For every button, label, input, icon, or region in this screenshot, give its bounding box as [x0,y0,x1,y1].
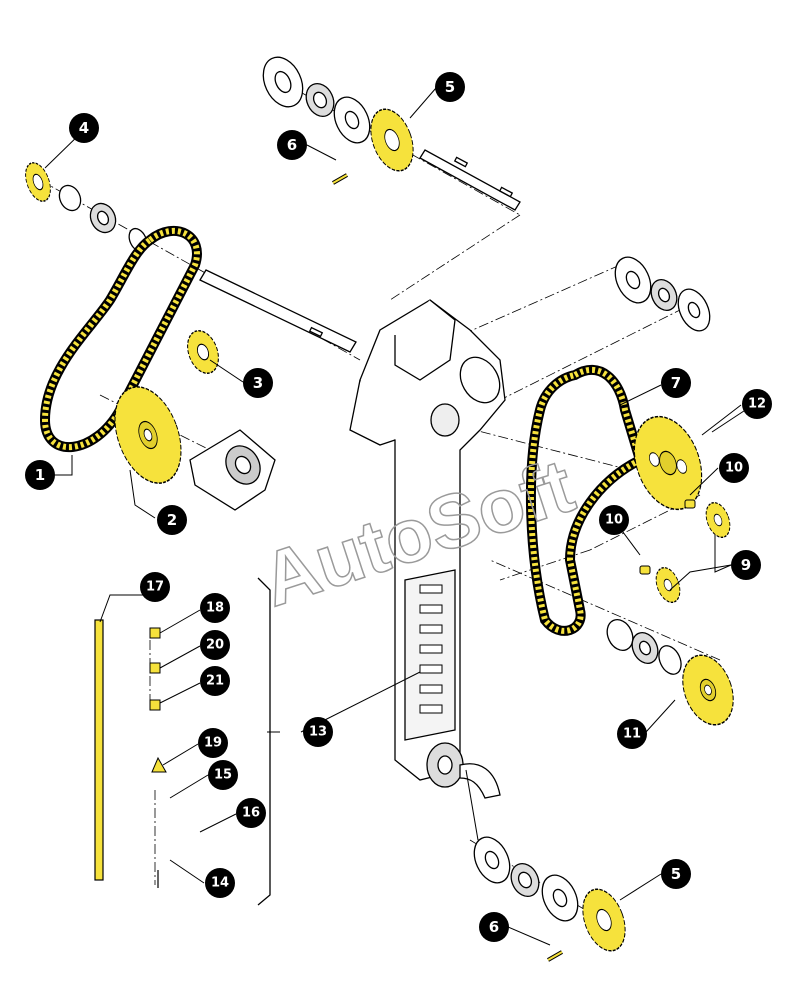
small-sprocket-9a [705,502,731,538]
callout-19: 19 [198,728,228,758]
svg-text:5: 5 [671,865,681,883]
svg-text:1: 1 [35,466,45,484]
svg-text:6: 6 [489,918,499,936]
bottom-bearing-set [473,836,579,922]
callout-17: 17 [140,572,170,602]
callout-16: 16 [236,798,266,828]
callout-13: 13 [303,717,333,747]
top-shaft-assembly [262,56,521,211]
svg-text:12: 12 [748,397,766,412]
large-sprocket-12 [633,415,703,511]
callout-12: 12 [742,389,772,419]
callout-10b: 10 [599,505,629,535]
link-20 [149,662,161,674]
callout-4: 4 [69,113,99,143]
svg-text:9: 9 [741,556,751,574]
left-collar [58,184,82,212]
svg-text:11: 11 [623,727,641,742]
svg-text:21: 21 [206,674,224,689]
elevator-frame [349,299,506,799]
callout-15: 15 [208,760,238,790]
flight-parts [151,756,167,888]
link-18 [149,627,161,639]
callout-5-top: 5 [435,72,465,102]
sprocket-5-top [370,108,414,172]
top-shaft [419,149,521,211]
right-lower-bearing-set [606,618,682,675]
sprocket-3 [187,330,219,374]
large-sprocket-2 [114,386,182,484]
bearing-housing [189,429,276,511]
group-13-bracket [257,577,271,906]
callouts: 1 2 3 4 5 5 6 6 7 9 10 10 11 12 13 14 15… [25,72,772,942]
svg-text:20: 20 [206,638,224,653]
left-shaft-assembly [58,184,357,353]
callout-14: 14 [205,868,235,898]
long-drive-shaft [199,269,357,353]
svg-text:14: 14 [211,876,229,891]
sprocket-4 [25,162,51,202]
callout-2: 2 [157,505,187,535]
svg-text:2: 2 [167,511,177,529]
link-21 [149,699,161,711]
callout-10a: 10 [719,453,749,483]
small-links [149,627,161,711]
sprocket-5-bottom [582,888,626,952]
callout-11: 11 [617,719,647,749]
elevator-flights [419,584,443,714]
bushing-10a [684,499,696,509]
callout-3: 3 [243,368,273,398]
svg-text:10: 10 [725,461,743,476]
callout-9: 9 [731,550,761,580]
bushing-10b [639,565,651,575]
svg-text:3: 3 [253,374,263,392]
svg-text:16: 16 [242,806,260,821]
svg-text:17: 17 [146,580,164,595]
callout-6-top: 6 [277,130,307,160]
callout-20: 20 [200,630,230,660]
flight-chain-17 [94,619,104,881]
small-sprocket-9b [655,567,681,603]
sprocket-11 [682,654,734,726]
svg-text:18: 18 [206,601,224,616]
svg-text:7: 7 [671,374,681,392]
svg-text:15: 15 [214,768,232,783]
leader-lines [44,87,754,946]
svg-text:19: 19 [204,736,222,751]
callout-1: 1 [25,460,55,490]
svg-text:10: 10 [605,513,623,528]
callout-18: 18 [200,593,230,623]
right-upper-bearing-set [614,256,711,332]
callout-5-bottom: 5 [661,859,691,889]
svg-text:13: 13 [309,725,327,740]
callout-6-bottom: 6 [479,912,509,942]
callout-21: 21 [200,666,230,696]
bracket-19 [151,756,167,773]
svg-text:6: 6 [287,136,297,154]
callout-7: 7 [661,368,691,398]
svg-text:4: 4 [79,119,89,137]
svg-text:5: 5 [445,78,455,96]
